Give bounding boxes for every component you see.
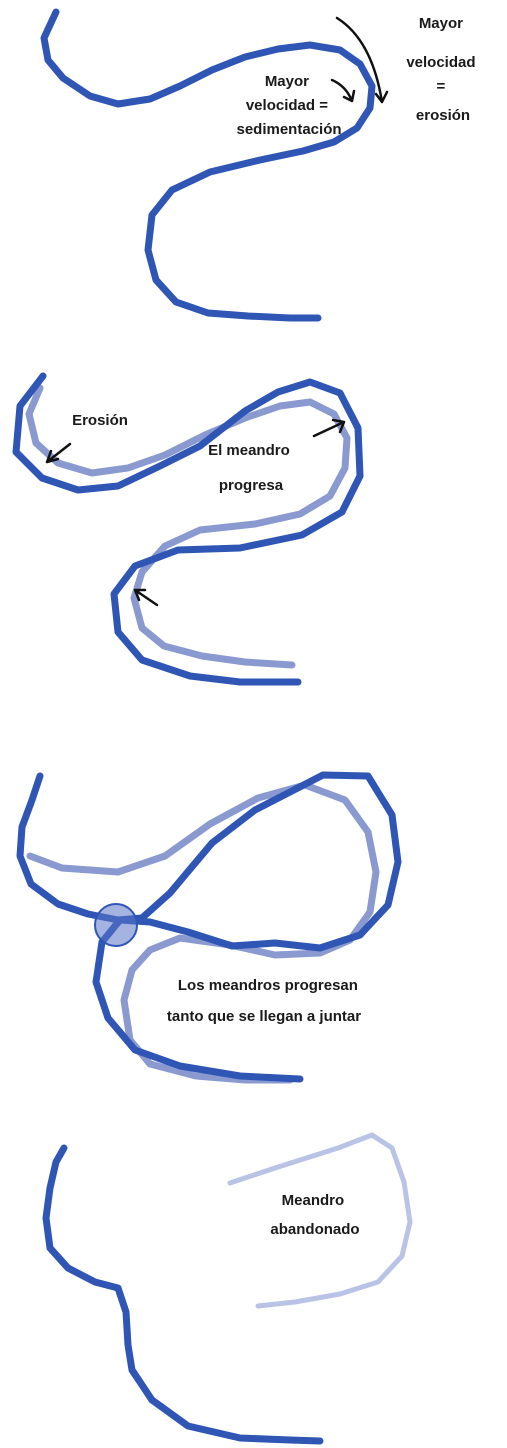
flow-arrow-inner: [332, 80, 354, 101]
svg-text:Meandro abandonado: Meandro abandonado: [270, 1192, 359, 1238]
label-left-line-3: sedimentación: [236, 121, 341, 138]
label-abandoned-line-1: Meandro: [282, 1192, 345, 1209]
svg-text:El meandro progresa: El meandro progresa: [208, 442, 294, 494]
label-right-line-1: Mayor: [419, 15, 463, 32]
panel-3: Los meandros progresan tanto que se lleg…: [20, 775, 398, 1080]
panel-4: Meandro abandonado: [46, 1135, 410, 1441]
river-channel-4: [46, 1148, 320, 1441]
label-left-line-1: Mayor: [265, 73, 309, 90]
label-right-line-2: velocidad: [406, 54, 475, 71]
label-right-line-4: erosión: [416, 107, 470, 124]
label-right-line-3: =: [437, 78, 446, 95]
label-erosion: Erosión: [72, 412, 128, 429]
svg-text:Mayor velocidad =: Mayor velocidad = erosión: [406, 15, 479, 124]
panel-1: Mayor velocidad = sedimentación Mayor ve…: [44, 12, 480, 318]
old-channel-3: [30, 785, 376, 1080]
river-channel-1: [44, 12, 372, 318]
label-progress-line-1: El meandro: [208, 442, 290, 459]
erosion-arrow-left: [47, 444, 70, 462]
meander-junction: [95, 904, 137, 946]
svg-text:Erosión: Erosión: [72, 412, 128, 429]
panel-2: Erosión El meandro progresa: [16, 376, 360, 682]
svg-text:Los meandros progresan t: Los meandros progresan tanto que se lleg…: [167, 977, 362, 1025]
label-left-line-2: velocidad =: [246, 97, 328, 114]
label-join-line-1: Los meandros progresan: [178, 977, 358, 994]
label-progress-line-2: progresa: [219, 477, 284, 494]
river-channel-2: [16, 376, 360, 682]
label-join-line-2: tanto que se llegan a juntar: [167, 1008, 361, 1025]
old-channel-2: [29, 388, 347, 665]
svg-text:Mayor velocidad =: Mayor velocidad = sedimentación: [236, 73, 341, 138]
label-abandoned-line-2: abandonado: [270, 1221, 359, 1238]
